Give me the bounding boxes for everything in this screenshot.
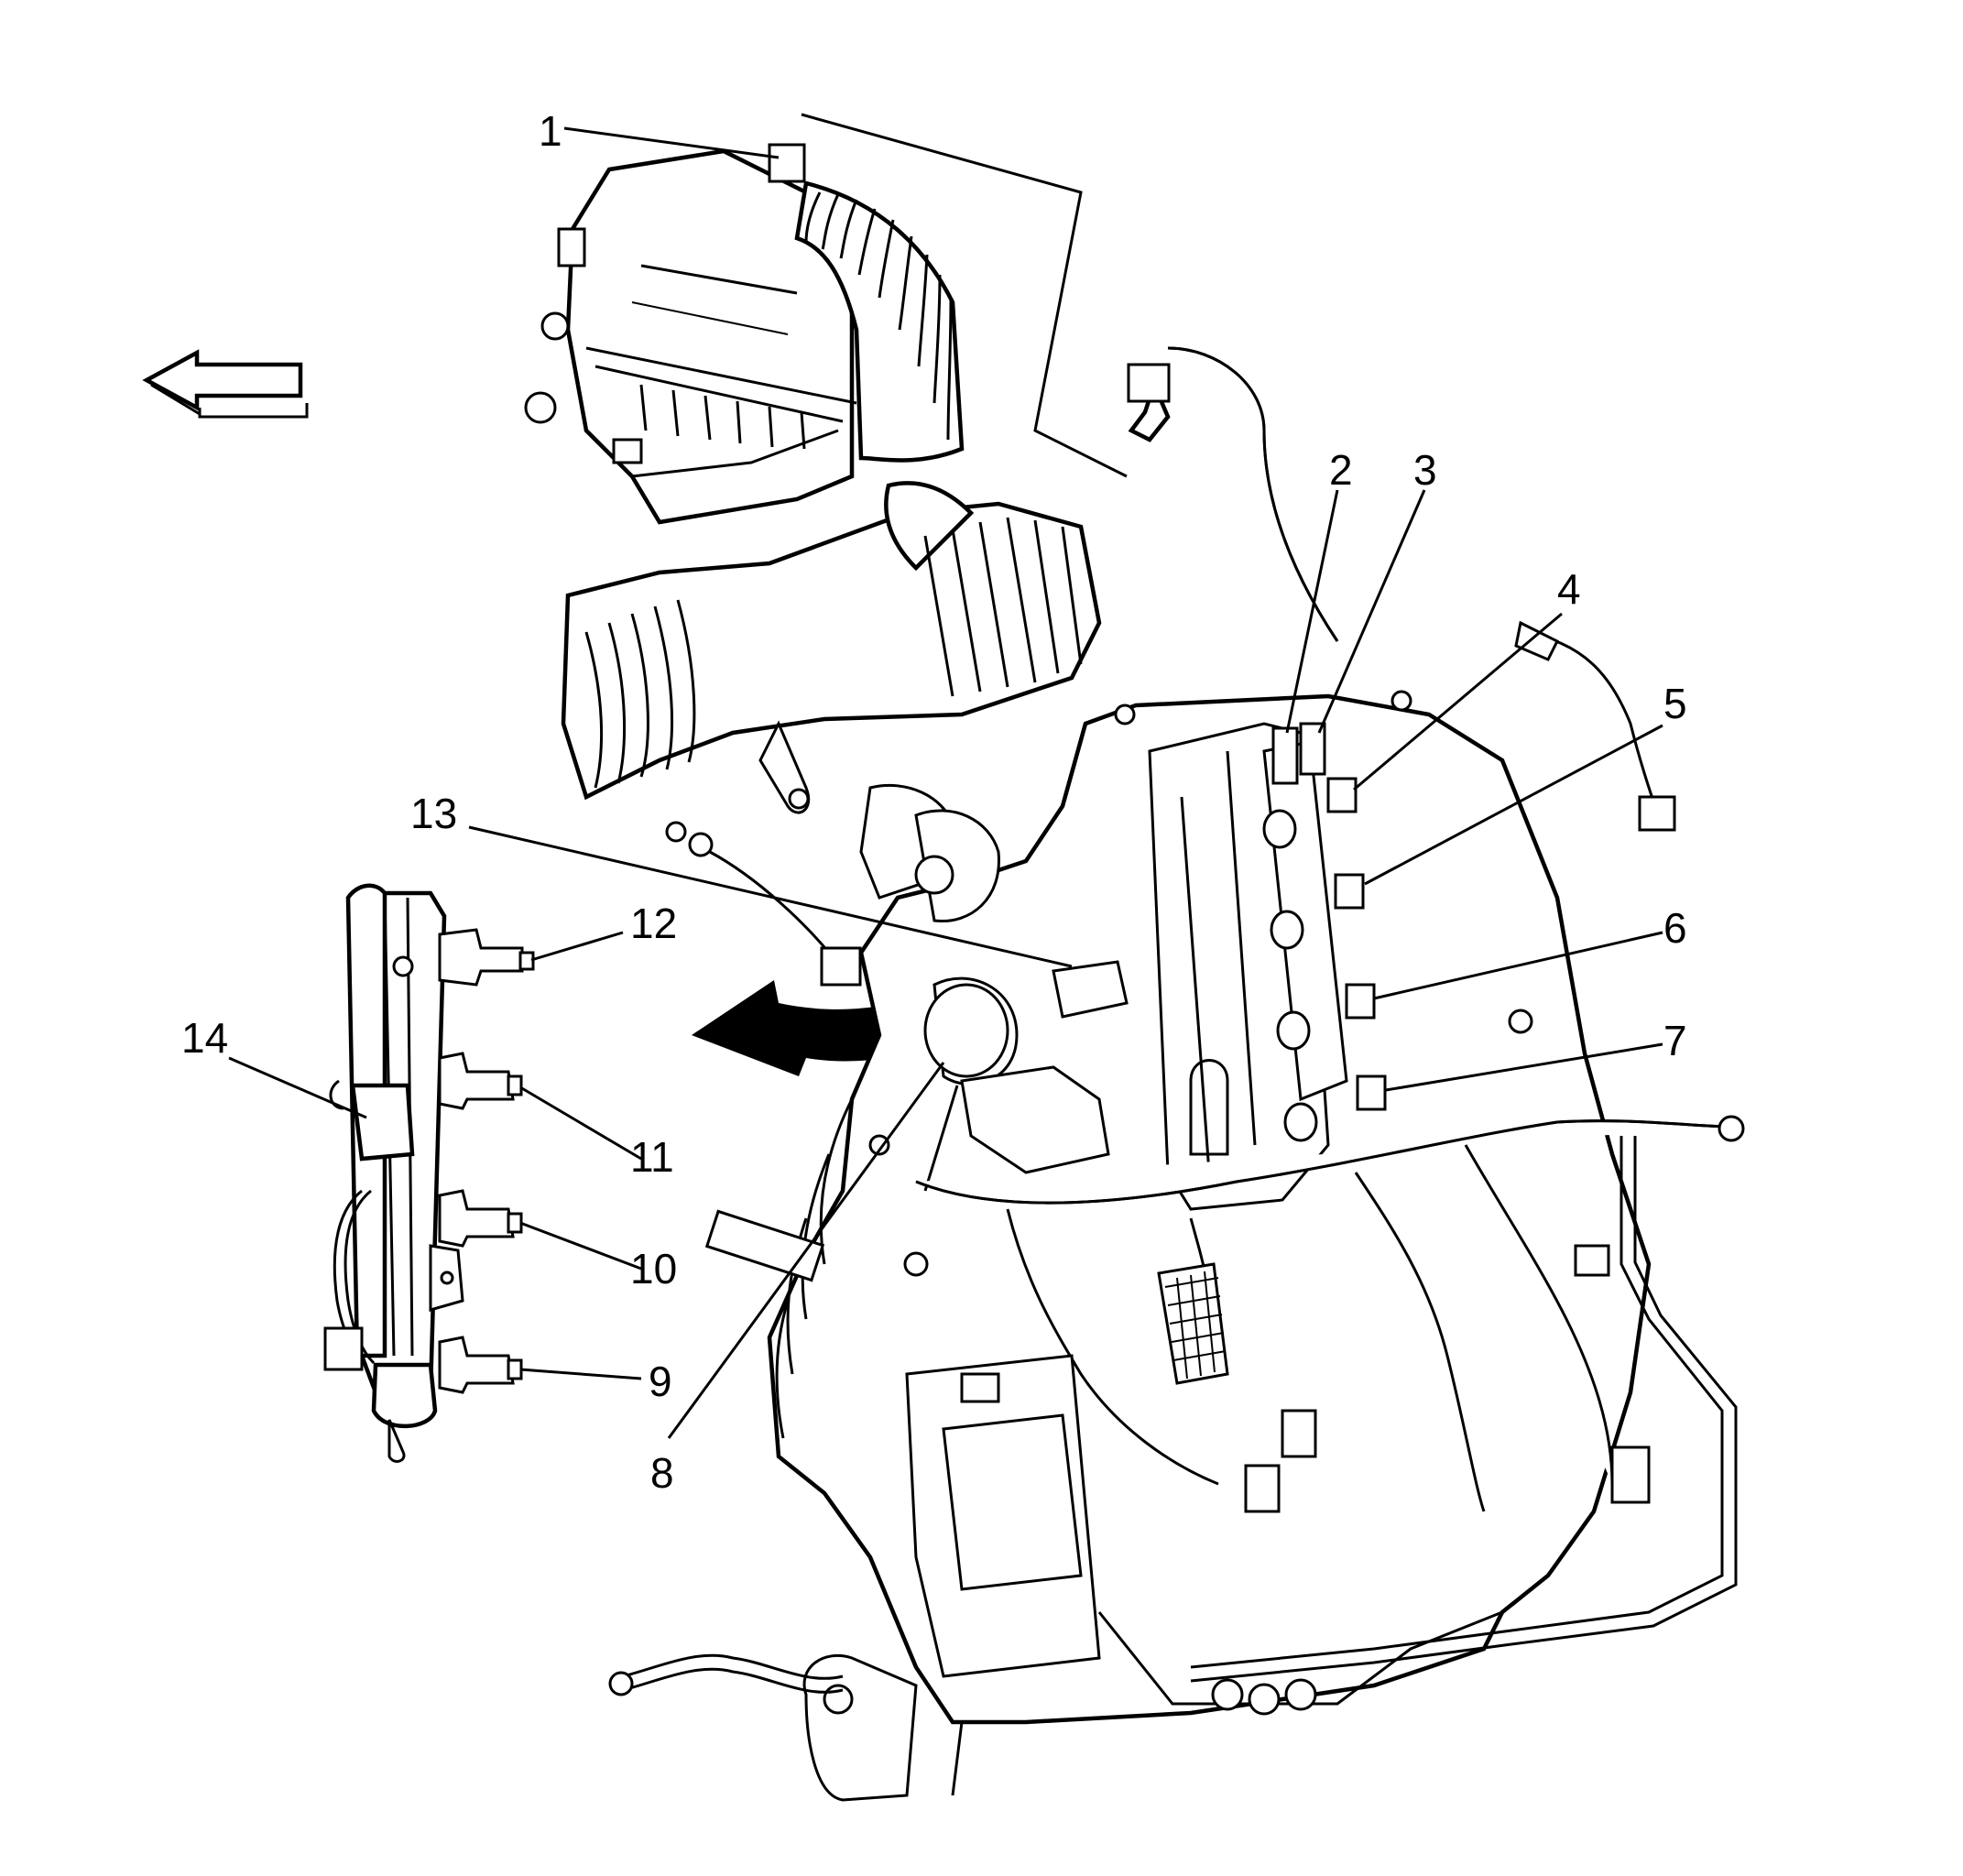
callout-2: 2 [1329,446,1353,494]
direction-arrow-icon [142,349,309,419]
air-cleaner-housing [524,143,857,525]
loose-connector [665,821,862,987]
engine-block [608,690,1745,1802]
fuel-injector [438,1052,523,1110]
callout-1: 1 [539,107,562,155]
callout-5: 5 [1663,680,1687,727]
callout-7: 7 [1663,1017,1687,1064]
callout-4: 4 [1557,565,1581,613]
callout-12: 12 [630,900,678,947]
fuel-rail-assembly [323,883,535,1463]
fuel-injector [438,928,535,987]
callout-3: 3 [1413,446,1437,494]
callout-11: 11 [630,1133,674,1181]
spark-plug-wells [1262,809,1318,1142]
maf-harness [801,113,1676,832]
fuel-feed-line [704,1209,825,1282]
callout-6: 6 [1663,904,1687,952]
intake-duct [794,180,965,463]
callout-14: 14 [181,1014,229,1062]
callout-8: 8 [650,1449,674,1497]
resonator-duct [561,481,1102,814]
callout-10: 10 [630,1245,678,1292]
leader-lines [228,126,1663,1439]
fuel-injector [438,1189,523,1248]
callout-13: 13 [410,790,458,837]
callout-9: 9 [649,1358,672,1405]
fuel-injector [438,1336,523,1394]
